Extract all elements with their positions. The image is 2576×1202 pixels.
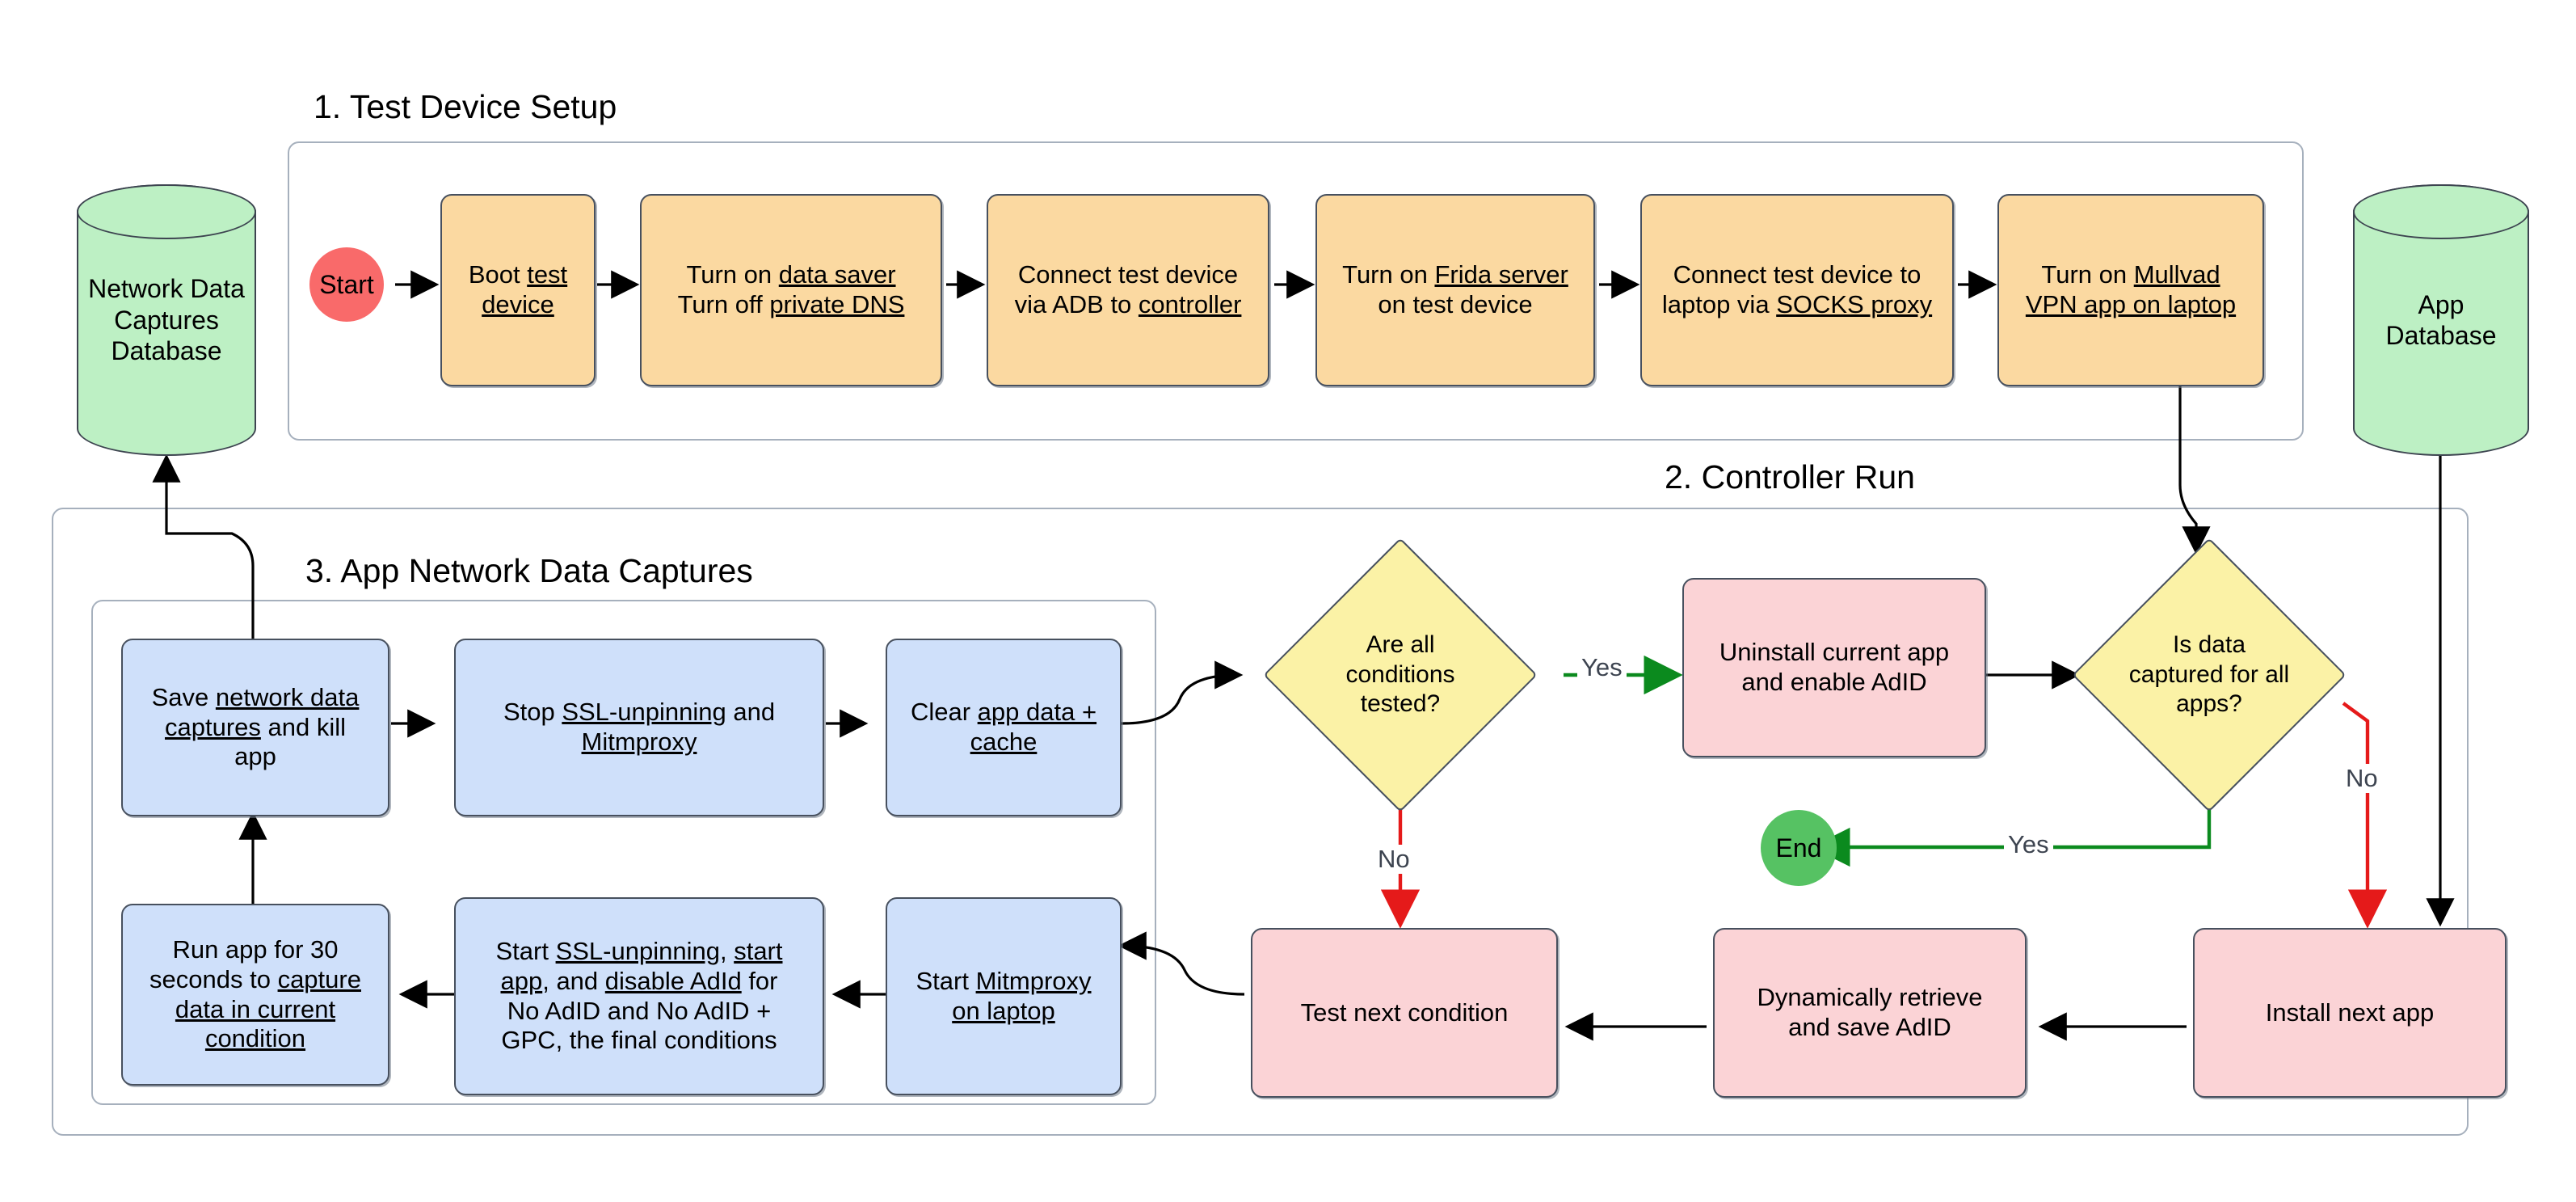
edge-label-no-conditions: No	[1374, 845, 1414, 874]
decision-line: conditions	[1345, 660, 1455, 688]
step-line: Turn on Frida server	[1342, 260, 1568, 289]
step-line: No AdID and No AdID +	[507, 996, 772, 1025]
step-line: Test next condition	[1300, 997, 1509, 1027]
step-save-captures-kill-app[interactable]: Save network data captures and kill app	[121, 639, 389, 816]
step-line: Run app for 30	[172, 935, 339, 964]
step-line: and save AdID	[1788, 1013, 1951, 1041]
step-line: captures and kill	[164, 712, 346, 741]
step-run-app-capture-data[interactable]: Run app for 30 seconds to capture data i…	[121, 904, 389, 1086]
group-title-setup: 1. Test Device Setup	[314, 88, 617, 125]
cylinder-top-ellipse	[2353, 184, 2529, 239]
step-connect-adb-controller[interactable]: Connect test device via ADB to controlle…	[987, 194, 1269, 386]
start-label: Start	[319, 269, 374, 299]
step-line: Install next app	[2265, 997, 2435, 1027]
step-line: Clear app data +	[910, 698, 1097, 727]
group-app-network-captures	[91, 600, 1156, 1105]
step-line: on laptop	[952, 996, 1055, 1025]
step-stop-ssl-unpinning-mitmproxy[interactable]: Stop SSL-unpinning and Mitmproxy	[454, 639, 824, 816]
step-line: Start Mitmproxy	[915, 966, 1092, 995]
step-line: Stop SSL-unpinning and	[503, 698, 776, 727]
step-line: on test device	[1378, 290, 1533, 318]
step-line: Turn off private DNS	[677, 290, 905, 318]
group-title-controller: 2. Controller Run	[1665, 458, 1915, 496]
step-line: Save network data	[151, 683, 360, 712]
step-data-saver-private-dns[interactable]: Turn on data saver Turn off private DNS	[640, 194, 942, 386]
step-line: seconds to capture	[149, 964, 361, 993]
step-line: condition	[204, 1024, 306, 1053]
step-line: and enable AdID	[1741, 668, 1927, 696]
db-app-line-2: Database	[2385, 321, 2497, 350]
decision-text: Are all conditions tested?	[1303, 578, 1497, 772]
step-line: app	[234, 742, 276, 771]
group-test-device-setup	[288, 141, 2304, 441]
step-line: Connect test device	[1017, 260, 1239, 289]
step-line: Mitmproxy	[581, 728, 697, 756]
decision-line: apps?	[2176, 690, 2242, 718]
step-test-next-condition[interactable]: Test next condition	[1251, 928, 1558, 1098]
end-node: End	[1761, 810, 1837, 886]
step-clear-app-data-cache[interactable]: Clear app data + cache	[886, 639, 1122, 816]
step-line: Turn on Mullvad	[2041, 260, 2220, 289]
edge-label-yes-conditions: Yes	[1577, 653, 1627, 682]
database-app: App Database	[2353, 184, 2529, 456]
step-line: cache	[970, 728, 1038, 756]
step-line: device	[482, 290, 554, 318]
step-line: VPN app on laptop	[2025, 290, 2237, 318]
edge-label-yes-apps: Yes	[2004, 830, 2053, 859]
step-mullvad-vpn[interactable]: Turn on Mullvad VPN app on laptop	[1997, 194, 2264, 386]
step-line: GPC, the final conditions	[501, 1026, 777, 1055]
db-net-line-2: Captures	[114, 305, 219, 335]
decision-text: Is data captured for all apps?	[2112, 578, 2306, 772]
decision-line: Is data	[2172, 631, 2246, 659]
step-boot-test-device[interactable]: Boot test device	[440, 194, 596, 386]
step-start-mitmproxy-laptop[interactable]: Start Mitmproxy on laptop	[886, 897, 1122, 1095]
step-line: Connect test device to	[1673, 260, 1921, 289]
step-line: Turn on data saver	[686, 260, 896, 289]
step-dynamically-retrieve-save-adid[interactable]: Dynamically retrieve and save AdID	[1713, 928, 2027, 1098]
decision-line: captured for all	[2128, 660, 2290, 688]
decision-is-data-captured-all-apps[interactable]: Is data captured for all apps?	[2072, 538, 2347, 812]
database-network-label: Network Data Captures Database	[88, 273, 245, 366]
step-socks-proxy[interactable]: Connect test device to laptop via SOCKS …	[1640, 194, 1954, 386]
step-frida-server[interactable]: Turn on Frida server on test device	[1315, 194, 1595, 386]
db-net-line-3: Database	[111, 336, 222, 366]
step-line: app, and disable AdId for	[500, 966, 778, 995]
step-start-ssl-unpinning-disable-adid[interactable]: Start SSL-unpinning, start app, and disa…	[454, 897, 824, 1095]
db-app-line-1: App	[2418, 289, 2464, 319]
db-net-line-1: Network Data	[88, 274, 245, 304]
decision-are-all-conditions-tested[interactable]: Are all conditions tested?	[1263, 538, 1538, 812]
database-app-label: App Database	[2386, 289, 2497, 352]
step-line: data in current	[175, 994, 336, 1023]
group-controller-run	[52, 508, 2469, 1136]
step-uninstall-enable-adid[interactable]: Uninstall current app and enable AdID	[1682, 578, 1986, 757]
end-label: End	[1775, 833, 1822, 862]
step-line: Boot test	[468, 260, 568, 289]
decision-line: tested?	[1360, 690, 1441, 718]
cylinder-top-ellipse	[77, 184, 256, 239]
group-title-captures: 3. App Network Data Captures	[305, 552, 753, 589]
step-line: Start SSL-unpinning, start	[495, 937, 783, 966]
step-line: via ADB to controller	[1014, 290, 1242, 318]
start-node: Start	[309, 247, 384, 322]
step-line: Dynamically retrieve	[1757, 983, 1983, 1012]
database-network-data-captures: Network Data Captures Database	[77, 184, 256, 456]
step-install-next-app[interactable]: Install next app	[2193, 928, 2507, 1098]
decision-line: Are all	[1366, 631, 1435, 659]
step-line: Uninstall current app	[1719, 638, 1950, 667]
edge-label-no-apps: No	[2342, 764, 2382, 793]
step-line: laptop via SOCKS proxy	[1661, 290, 1933, 318]
